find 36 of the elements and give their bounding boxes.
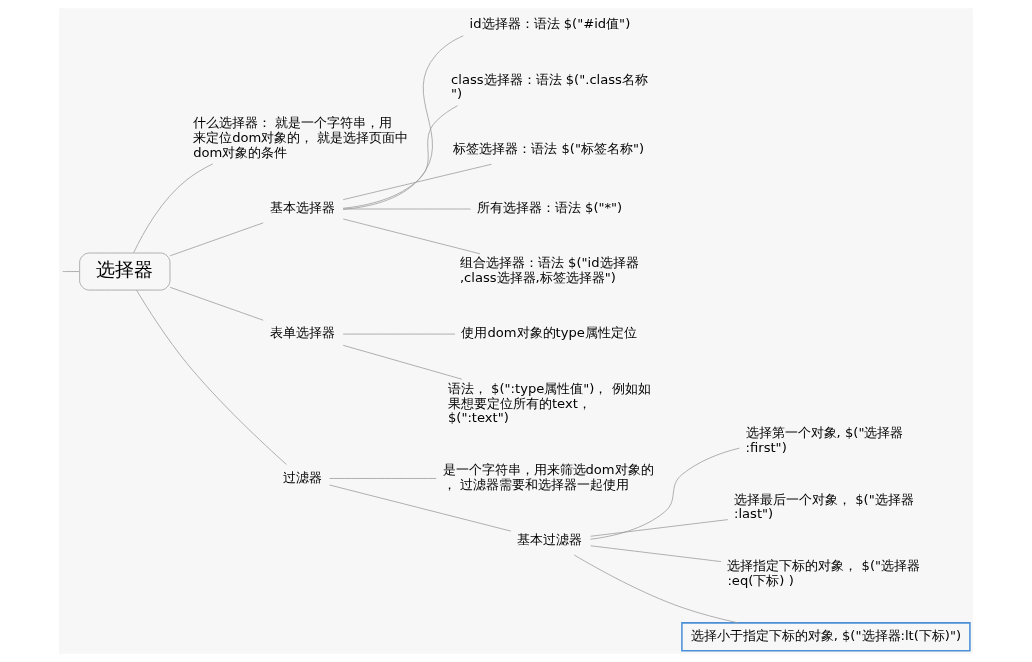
node-text: 是一个字符串，用来筛选dom对象的， 过滤器需要和选择器一起使用 xyxy=(442,462,654,492)
connector xyxy=(329,478,437,479)
node-text: 表单选择器 xyxy=(269,325,335,341)
connector xyxy=(136,289,287,465)
connector xyxy=(342,333,456,335)
node-box: 选择小于指定下标的对象, $("选择器:lt(下标)") xyxy=(681,622,971,652)
connector xyxy=(590,447,740,540)
connector xyxy=(169,286,264,321)
connector xyxy=(342,208,471,210)
node-text: 什么选择器： 就是一个字符串，用来定位dom对象的， 就是选择页面中dom对象的条件 xyxy=(193,115,409,160)
node-text: 所有选择器：语法 $("*") xyxy=(476,200,623,216)
node-text: 标签选择器：语法 $("标签名称") xyxy=(453,141,645,157)
connector xyxy=(169,222,264,257)
connector xyxy=(342,105,458,209)
connector xyxy=(590,545,722,562)
connector xyxy=(590,519,729,537)
node-text: class选择器：语法 $(".class名称") xyxy=(451,71,648,102)
node-text: 语法， $(":type属性值")， 例如如果想要定位所有的text， $(":text") xyxy=(447,380,651,426)
node-text: 选择第一个对象, $("选择器:first") xyxy=(745,425,904,455)
node-text: 组合选择器：语法 $("id选择器,class选择器,标签选择器") xyxy=(459,255,639,286)
connector xyxy=(133,163,214,254)
connector xyxy=(62,271,80,272)
node-text: 基本选择器 xyxy=(269,200,335,216)
node-text: 选择指定下标的对象， $("选择器:eq(下标) ) xyxy=(727,558,921,588)
node-text: 使用dom对象的type属性定位 xyxy=(461,325,637,341)
node-text: 选择最后一个对象， $("选择器:last") xyxy=(734,491,914,522)
node-text: 基本过滤器 xyxy=(517,532,583,548)
node-text: 过滤器 xyxy=(283,469,323,485)
node-text: id选择器：语法 $("#id值") xyxy=(469,16,631,32)
node-box: 选择器 xyxy=(79,252,171,291)
connector xyxy=(342,35,464,210)
connector xyxy=(573,554,739,624)
connector xyxy=(342,163,492,201)
connector xyxy=(342,218,481,255)
connector xyxy=(329,484,512,532)
connector xyxy=(342,344,463,380)
